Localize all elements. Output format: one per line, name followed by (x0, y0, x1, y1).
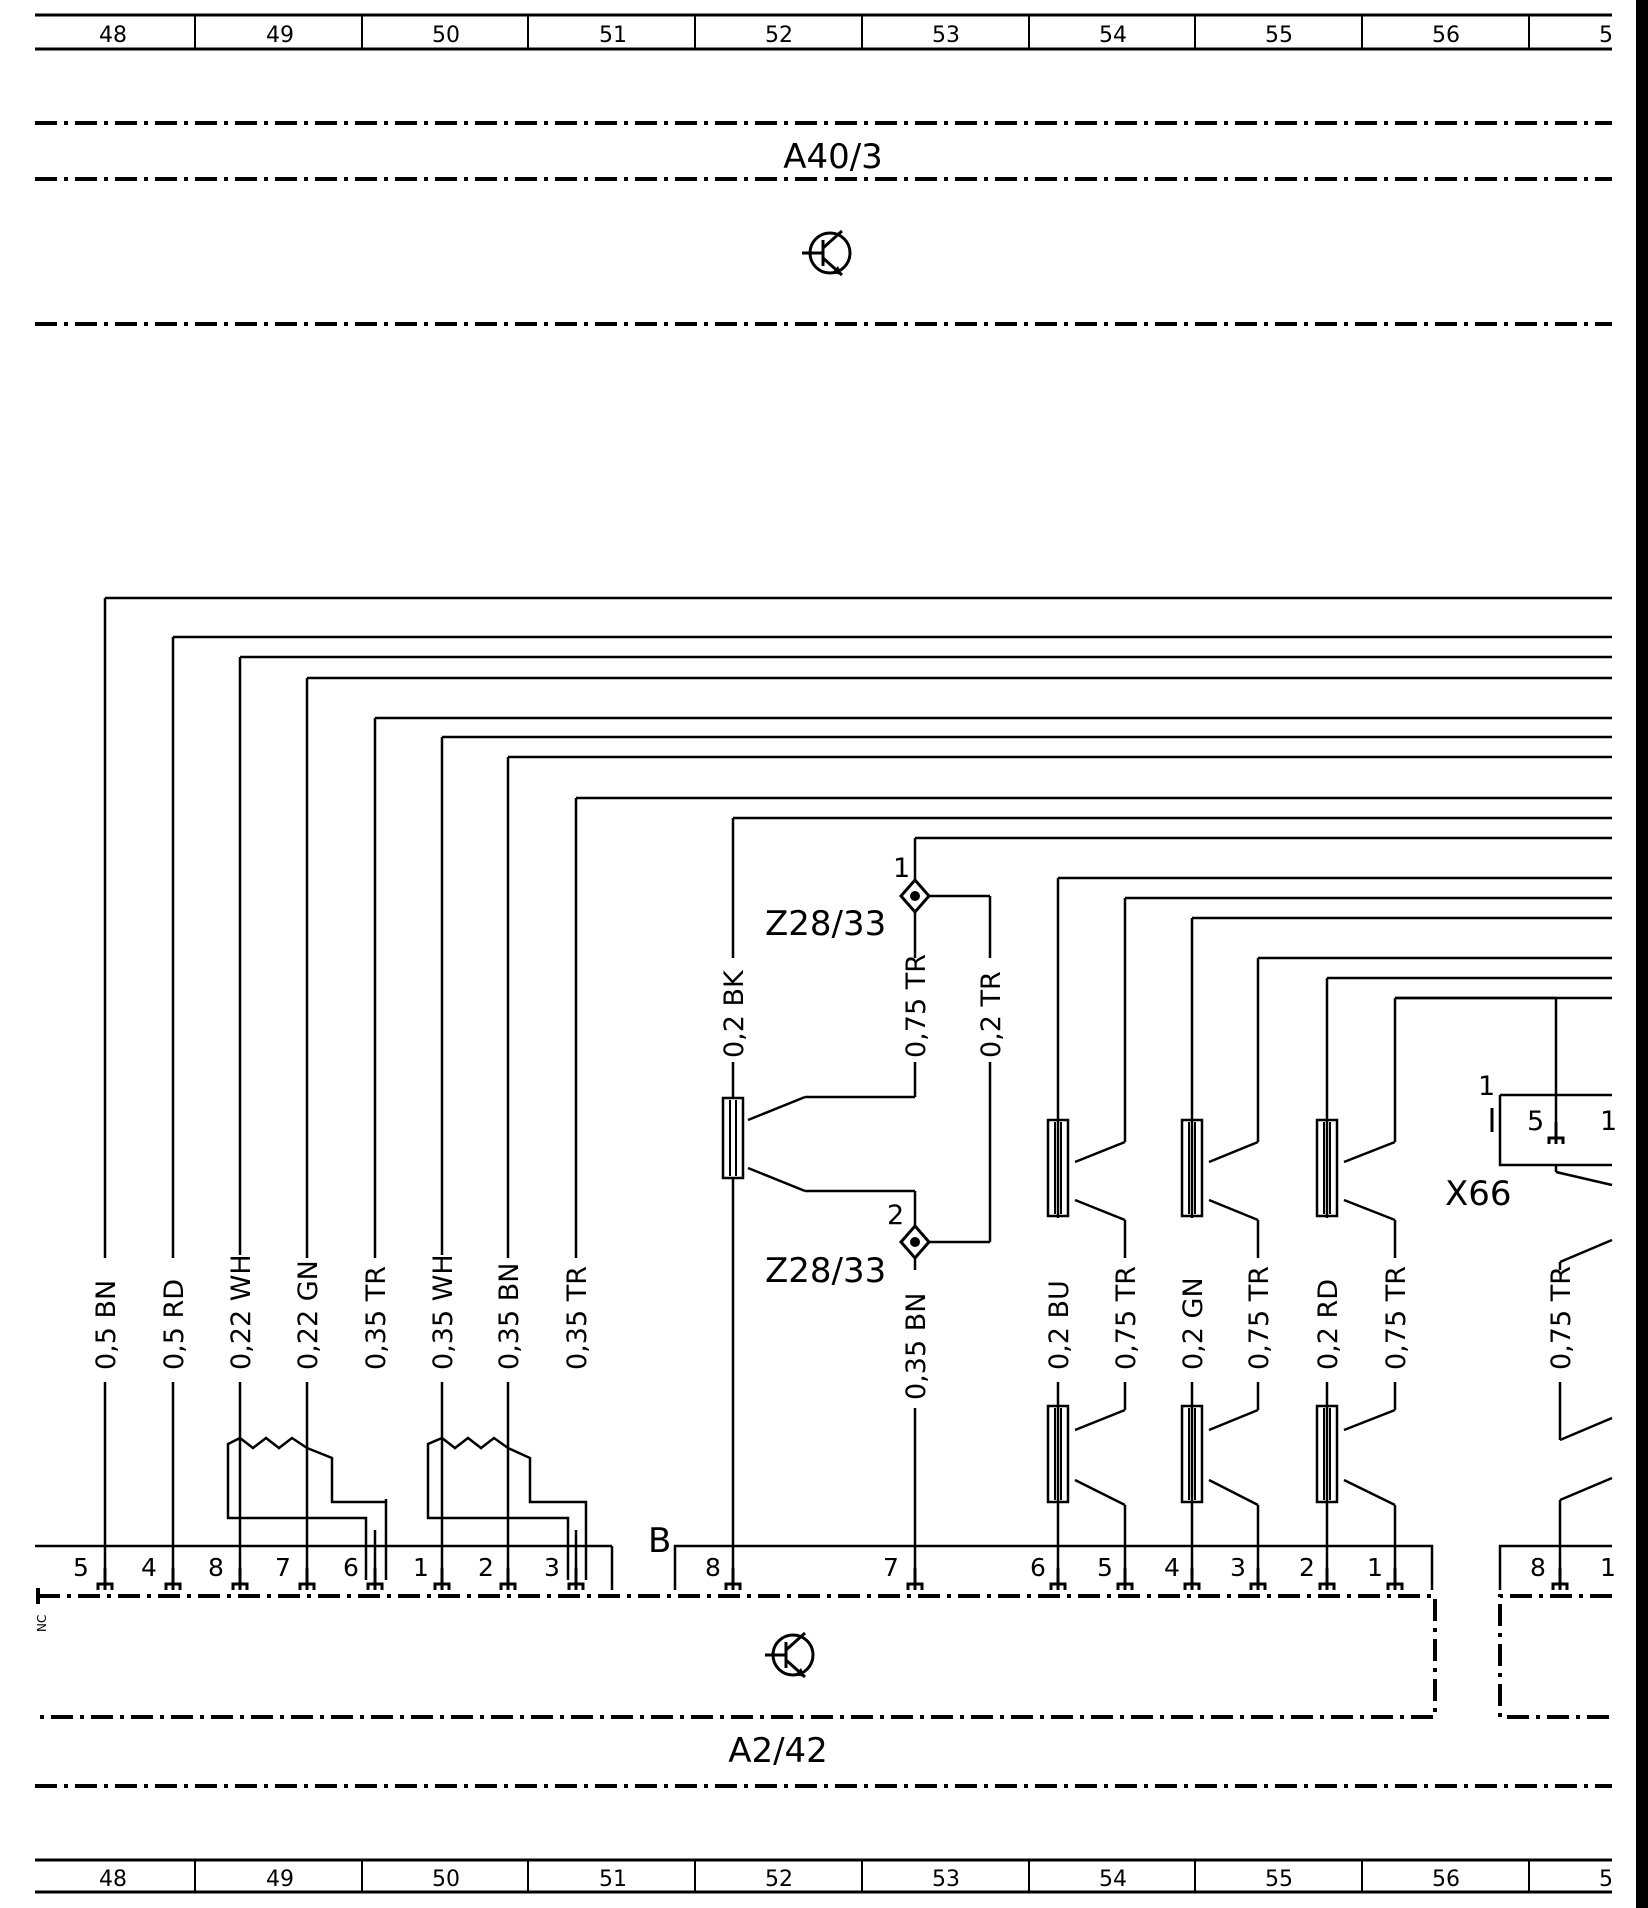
ruler-cell-50: 50 (432, 23, 460, 48)
wire-label: 0,35 TR (562, 1266, 593, 1370)
wire-label-tr075: 0,75 TR (901, 954, 932, 1058)
wire-label: 0,35 BN (494, 1263, 525, 1370)
pin-number: 8 (208, 1553, 224, 1582)
bottom-connector-strip (35, 1544, 1612, 1590)
splice-pin-1: 1 (893, 853, 910, 884)
bottom-ruler: 48 49 50 51 52 53 54 55 56 5 (35, 1858, 1613, 1894)
pin-number: 8 (705, 1553, 721, 1582)
pin-number: 2 (478, 1553, 494, 1582)
wire-label: 0,22 GN (293, 1260, 324, 1370)
ruler-cell-57: 5 (1599, 1867, 1613, 1892)
x66-pin-1: 1 (1600, 1106, 1617, 1137)
wire-label-tr: 0,75 TR (1111, 1266, 1142, 1370)
transistor-icon-bottom (763, 1631, 815, 1679)
left-wire-group (103, 596, 1612, 1580)
pin-number: 6 (343, 1553, 359, 1582)
wire-label: 0,22 WH (226, 1254, 257, 1370)
wire-label-tr: 0,75 TR (1244, 1266, 1275, 1370)
ruler-cell-53: 53 (932, 23, 960, 48)
ruler-cell-48: 48 (99, 23, 127, 48)
ruler-cell-52: 52 (765, 23, 793, 48)
pin-number: 2 (1299, 1553, 1315, 1582)
wire-label-tr-far: 0,75 TR (1546, 1266, 1577, 1370)
left-wire-labels: 0,5 BN 0,5 RD 0,22 WH 0,22 GN 0,35 TR 0,… (91, 1254, 593, 1370)
splice-z28-33-top (899, 877, 931, 915)
ruler-cell-55: 55 (1265, 23, 1293, 48)
center-transistor-bundle (721, 1096, 745, 1180)
ruler-cell-51: 51 (599, 1867, 627, 1892)
wire-label: 0,35 WH (428, 1254, 459, 1370)
wire-label: 0,35 TR (361, 1266, 392, 1370)
module-a2-42: A2/42 NC (35, 1588, 1612, 1788)
pin-number: 8 (1530, 1553, 1546, 1582)
wire-label-bu: 0,2 BU (1044, 1280, 1075, 1370)
ruler-cell-53: 53 (932, 1867, 960, 1892)
pin-number: 3 (544, 1553, 560, 1582)
ruler-cell-50: 50 (432, 1867, 460, 1892)
ruler-cell-56: 56 (1432, 1867, 1460, 1892)
right-wire-group (1056, 876, 1613, 1575)
pin-number: 7 (883, 1553, 899, 1582)
ruler-cell-54: 54 (1099, 1867, 1127, 1892)
ruler-cell-48: 48 (99, 1867, 127, 1892)
x66-pin-5: 5 (1527, 1106, 1544, 1137)
pin-number: 4 (1164, 1553, 1180, 1582)
wire-label-tr: 0,75 TR (1381, 1266, 1412, 1370)
module-a40-3: A40/3 (35, 121, 1612, 326)
x66-pin-left: 1 (1478, 1071, 1495, 1102)
ruler-cell-49: 49 (266, 1867, 294, 1892)
splice-label-bottom: Z28/33 (765, 1251, 886, 1291)
ruler-cell-56: 56 (1432, 23, 1460, 48)
ruler-cell-57: 5 (1599, 23, 1613, 48)
wire-label-gn: 0,2 GN (1178, 1277, 1209, 1370)
wire-label-tr02: 0,2 TR (976, 971, 1007, 1058)
wire-label-bn035: 0,35 BN (901, 1293, 932, 1400)
x66-connector: X66 1 5 1 (1445, 1071, 1617, 1214)
pin-number: 3 (1230, 1553, 1246, 1582)
connector-label-x66: X66 (1445, 1174, 1512, 1214)
splice-label-top: Z28/33 (765, 904, 886, 944)
right-border-bar (1636, 0, 1648, 1908)
ruler-cell-51: 51 (599, 23, 627, 48)
wire-label: 0,5 BN (91, 1280, 122, 1370)
ruler-cell-52: 52 (765, 1867, 793, 1892)
module-label-a2-42: A2/42 (728, 1731, 828, 1771)
transistor-icon-top (800, 229, 852, 277)
pin-number: 5 (1097, 1553, 1113, 1582)
pin-number: 6 (1030, 1553, 1046, 1582)
pin-number: 4 (141, 1553, 157, 1582)
wire-label-rd: 0,2 RD (1313, 1279, 1344, 1370)
bottom-pins (96, 1566, 1569, 1592)
top-ruler: 48 49 50 51 52 53 54 55 56 5 (35, 13, 1613, 51)
left-edge-mark: NC (35, 1615, 49, 1632)
wire-label-bk: 0,2 BK (719, 969, 750, 1058)
pin-number: 5 (73, 1553, 89, 1582)
bottom-pin-numbers: 5 4 8 7 6 1 2 3 8 7 6 5 4 3 2 1 8 1 (73, 1553, 1616, 1582)
splice-z28-33-bottom (899, 1223, 931, 1261)
ruler-cell-49: 49 (266, 23, 294, 48)
ruler-cell-54: 54 (1099, 23, 1127, 48)
pin-number: 1 (1600, 1553, 1616, 1582)
pin-number: 7 (275, 1553, 291, 1582)
connector-block-label-b: B (648, 1521, 671, 1561)
ruler-cell-55: 55 (1265, 1867, 1293, 1892)
wire-label: 0,5 RD (159, 1279, 190, 1370)
pin-number: 1 (1367, 1553, 1383, 1582)
module-label-a40-3: A40/3 (783, 137, 883, 177)
pin-number: 1 (413, 1553, 429, 1582)
splice-pin-2: 2 (887, 1200, 904, 1231)
